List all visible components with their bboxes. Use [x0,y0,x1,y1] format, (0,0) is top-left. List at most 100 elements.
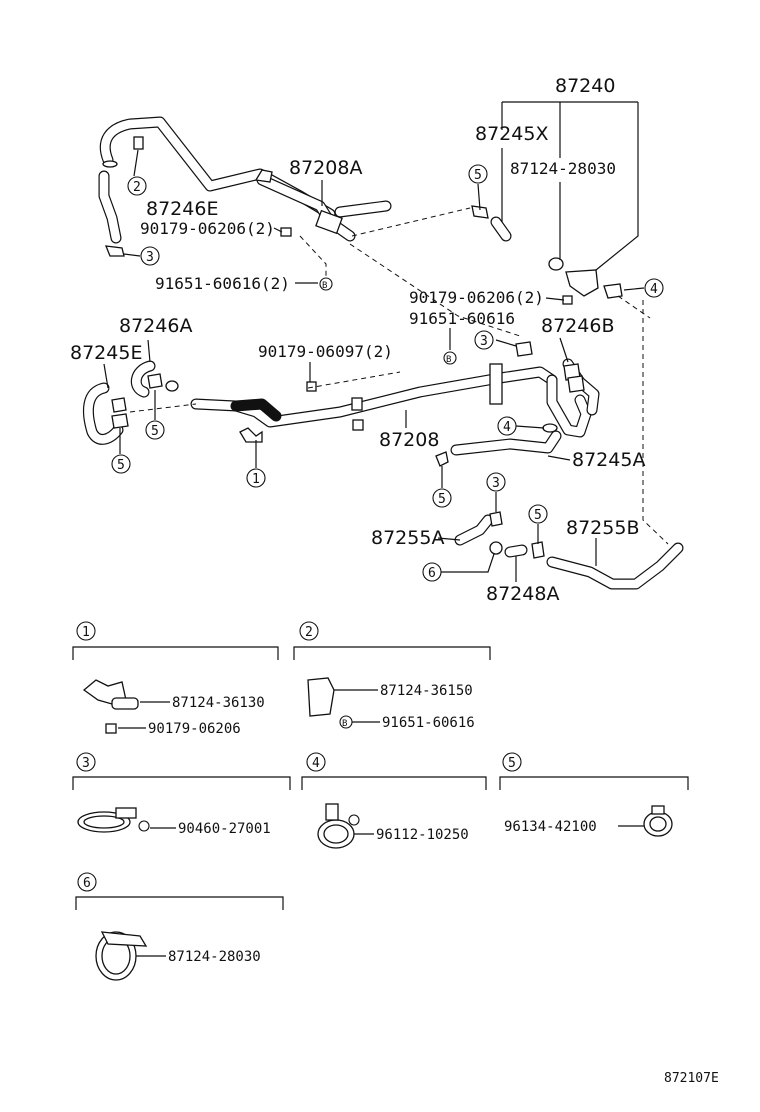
callout-3: 3 [140,246,160,266]
hose-87255b [546,542,684,590]
fitting-shape [165,380,179,392]
dashed-line [642,300,669,545]
leader-line [559,337,569,363]
hose-87245a [450,430,562,456]
dashed-line [129,403,197,413]
label-87248a: 87248A [486,583,559,605]
dashed-line [351,207,471,237]
label-87124-28030-top: 87124-28030 [510,159,616,178]
hose-87246a [130,360,156,398]
svg-text:3: 3 [82,756,90,771]
leader-line [545,297,565,301]
svg-text:5: 5 [508,756,516,771]
legend-box-4: 4 96112-10250 [301,752,487,849]
label-87245x: 87245X [475,123,548,145]
svg-text:3: 3 [146,250,154,265]
svg-text:4: 4 [650,282,658,297]
hose-87245x [490,216,512,242]
svg-text:5: 5 [151,424,159,439]
svg-text:1: 1 [82,625,90,640]
bolt-shape [280,227,292,237]
leader-line [595,102,639,271]
hose-87255a [454,514,494,546]
callout-5: 5 [468,164,488,184]
clamp-shape [471,205,489,219]
leader-line [477,183,481,211]
svg-text:5: 5 [474,168,482,183]
svg-text:2: 2 [305,625,313,640]
label-87255b: 87255B [566,517,639,539]
diagram-code: 872107E [664,1071,719,1086]
clamp-shape [111,397,127,413]
leader-line [147,339,151,363]
svg-text:B: B [446,355,451,365]
legend-part-91651-60616: 91651-60616 [382,715,475,731]
callout-4: 4 [644,278,664,298]
dashed-line [349,243,521,337]
legend-box-5: 5 96134-42100 [499,752,689,837]
bracket-shape [352,419,364,431]
callout-2: 2 [127,176,147,196]
legend-box-3: 3 90460-27001 [72,752,291,837]
dashed-line [307,371,401,389]
clamp-shape [147,373,163,389]
legend-box-1: 1 87124-36130 90179-06206 [72,621,279,737]
hose-87245e [82,382,124,445]
clamp-shape [515,341,533,357]
legend-box-2: 2 B 87124-36150 91651-60616 [293,621,491,731]
svg-text:5: 5 [438,492,446,507]
leader-line [440,553,495,573]
callout-6: 6 [422,562,442,582]
svg-text:2: 2 [133,180,141,195]
label-91651-60616-2: 91651-60616(2) [155,274,290,293]
bracket-shape [489,363,503,405]
legend-part-96134-42100: 96134-42100 [504,819,597,835]
hose-87248a [504,544,528,558]
svg-text:5: 5 [534,508,542,523]
clamp-shape [489,541,503,555]
clamp-shape [435,451,449,467]
label-87208a: 87208A [289,157,362,179]
dashed-line [299,235,327,282]
bolt-shape [306,381,317,392]
svg-text:6: 6 [83,876,91,891]
label-90179-06097-2: 90179-06097(2) [258,342,393,361]
pipe-87208 [190,366,592,438]
svg-text:3: 3 [480,334,488,349]
svg-text:5: 5 [117,458,125,473]
callout-5: 5 [432,488,452,508]
callout-5: 5 [111,454,131,474]
clamp-shape [489,511,503,527]
callout-3: 3 [486,472,506,492]
callout-4: 4 [497,416,517,436]
leader-line [103,363,109,389]
bolt-b-icon: B [319,277,333,291]
fitting-shape [102,160,118,168]
label-87246a: 87246A [119,315,192,337]
hose-87246e [98,116,336,244]
label-87240: 87240 [555,75,615,97]
svg-text:4: 4 [503,420,511,435]
label-87208: 87208 [379,429,439,451]
svg-text:3: 3 [492,476,500,491]
leader-line [623,287,645,291]
label-87246b: 87246B [541,315,614,337]
legend-part-87124-36130: 87124-36130 [172,695,265,711]
label-91651-60616: 91651-60616 [409,309,515,328]
leader-line [437,537,461,541]
clamp-shape [111,413,129,429]
leader-line [547,455,571,461]
legend-part-90460-27001: 90460-27001 [178,821,271,837]
leader-line [495,339,517,347]
legend-part-87124-28030: 87124-28030 [168,949,261,965]
callout-5: 5 [145,420,165,440]
svg-text:4: 4 [312,756,320,771]
label-87245a: 87245A [572,449,645,471]
label-87255a: 87255A [371,527,444,549]
legend-part-87124-36150: 87124-36150 [380,683,473,699]
svg-text:B: B [342,719,347,729]
legend-part-96112-10250: 96112-10250 [376,827,469,843]
callout-5: 5 [528,504,548,524]
label-87245e: 87245E [70,342,142,364]
